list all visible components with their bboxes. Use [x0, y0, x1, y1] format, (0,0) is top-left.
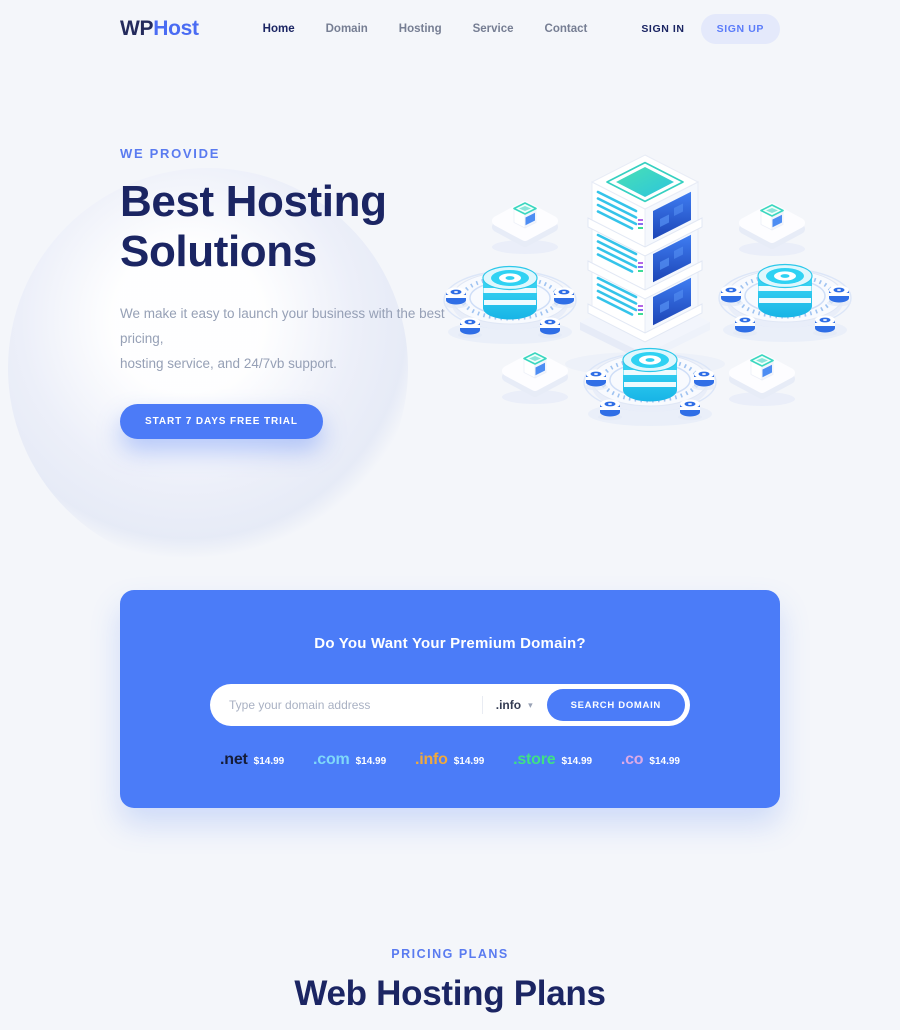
tld-name: .com	[313, 751, 350, 768]
chevron-down-icon: ▾	[528, 699, 533, 710]
nav-item-hosting[interactable]: Hosting	[398, 23, 442, 35]
pricing-eyebrow: PRICING PLANS	[391, 947, 509, 961]
cube-platform	[492, 203, 558, 254]
nav-item-home[interactable]: Home	[262, 23, 295, 35]
sign-up-button[interactable]: SIGN UP	[700, 14, 780, 44]
cube-platform	[502, 353, 568, 404]
logo[interactable]: WPHost	[120, 17, 199, 41]
hero-description: We make it easy to launch your business …	[120, 302, 455, 377]
tld-item-co[interactable]: .co $14.99	[621, 751, 680, 769]
hero-title-line2: Solutions	[120, 227, 317, 277]
cube-platform	[739, 205, 805, 256]
hero-title-line1: Best Hosting	[120, 177, 387, 226]
tld-price: $14.99	[561, 756, 593, 767]
tld-price: $14.99	[355, 756, 387, 767]
tld-name: .store	[513, 751, 556, 768]
tld-price: $14.99	[649, 756, 680, 767]
top-navigation-bar: WPHost Home Domain Hosting Service Conta…	[0, 0, 900, 58]
sign-in-link[interactable]: SIGN IN	[641, 23, 685, 35]
tld-dropdown[interactable]: .info ▾	[483, 698, 547, 712]
tld-item-net[interactable]: .net $14.99	[220, 751, 284, 769]
tld-dropdown-value: .info	[495, 698, 522, 712]
server-tower	[587, 154, 703, 343]
main-nav: Home Domain Hosting Service Contact	[209, 23, 642, 35]
tld-item-com[interactable]: .com $14.99	[313, 751, 386, 769]
tld-name: .info	[414, 751, 448, 768]
hero-description-line2: hosting service, and 24/7vb support.	[120, 356, 337, 372]
free-trial-button[interactable]: START 7 DAYS FREE TRIAL	[120, 404, 323, 440]
domain-search-bar: .info ▾ SEARCH DOMAIN	[210, 684, 690, 726]
logo-part-wp: WP	[120, 17, 154, 40]
search-bar-divider	[481, 696, 483, 714]
logo-part-host: Host	[153, 17, 199, 40]
nav-item-domain[interactable]: Domain	[325, 23, 368, 35]
pricing-title: Web Hosting Plans	[294, 974, 606, 1013]
tld-price-list: .net $14.99 .com $14.99 .info $14.99 .st…	[120, 751, 780, 769]
domain-input[interactable]	[210, 698, 482, 712]
pricing-section-header: PRICING PLANS Web Hosting Plans	[0, 947, 900, 1014]
tld-item-store[interactable]: .store $14.99	[513, 751, 592, 769]
nav-item-contact[interactable]: Contact	[544, 23, 588, 35]
hero-description-line1: We make it easy to launch your business …	[120, 306, 445, 347]
tld-name: .net	[220, 751, 248, 768]
cube-platform	[729, 355, 795, 406]
tld-price: $14.99	[253, 756, 285, 767]
nav-item-service[interactable]: Service	[472, 23, 514, 35]
tld-item-info[interactable]: .info $14.99	[415, 751, 484, 769]
tld-name: .co	[620, 751, 644, 768]
tld-price: $14.99	[453, 756, 485, 767]
hero-eyebrow: WE PROVIDE	[120, 146, 221, 161]
hero-illustration	[440, 154, 860, 452]
database-platform-right	[719, 265, 851, 343]
search-domain-button[interactable]: SEARCH DOMAIN	[546, 689, 685, 721]
domain-search-title: Do You Want Your Premium Domain?	[314, 635, 586, 652]
domain-search-card: Do You Want Your Premium Domain? .info ▾…	[120, 590, 780, 808]
auth-area: SIGN IN SIGN UP	[641, 14, 780, 44]
